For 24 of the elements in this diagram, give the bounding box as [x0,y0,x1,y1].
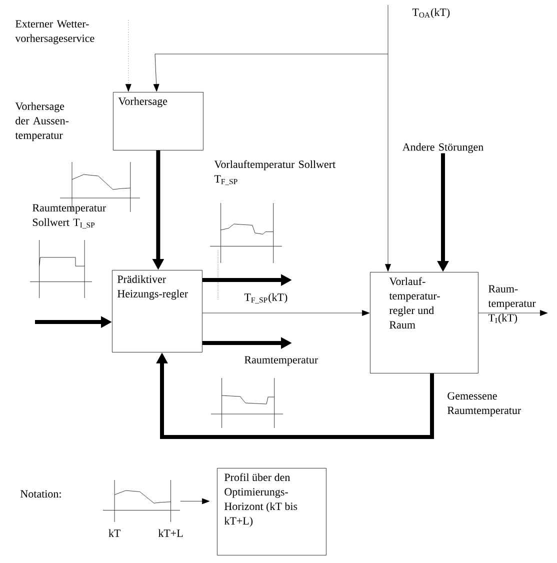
arrow [478,310,548,316]
text-label: Vorlauftemperatur Sollwert T$_{F_SP}$ [214,160,336,186]
arrow [180,498,210,504]
arrow [385,4,391,272]
edge-label: Raum-temperatur T$_{I}$(kT) [488,285,536,324]
edge-label: Gemessene Raumtemperatur [448,392,522,416]
edge-label: Raumtemperatur [244,356,318,366]
source-label: Externer Wetter-vorhersageservice [15,20,94,44]
axis-label: kT+L [158,529,183,537]
text-label: Notation: [20,490,61,498]
process-box: Prädiktiver Heizungs-regler [112,270,202,352]
process-box: Vorlauf-temperatur-regler und Raum [370,272,478,374]
edge-label: T$_{F_SP}$(kT) [244,293,288,304]
process-box: Vorhersage [113,92,204,150]
edge-label: T$_{OA}$(kT) [412,8,450,18]
arrow [125,20,132,92]
axis-label: kT [108,529,120,537]
profile-drawing [102,480,180,522]
text-label: Vorhersage der Aussen-temperatur [15,102,69,142]
arrow [153,54,388,92]
source-label: Andere Störungen [402,143,484,153]
arrow [202,310,370,316]
text-label: Raumtemperatur Sollwert T$_{I_SP}$ [32,204,106,229]
process-box: Profil über den Optimierungs-Horizont (kT bis kT+L) [217,468,326,556]
